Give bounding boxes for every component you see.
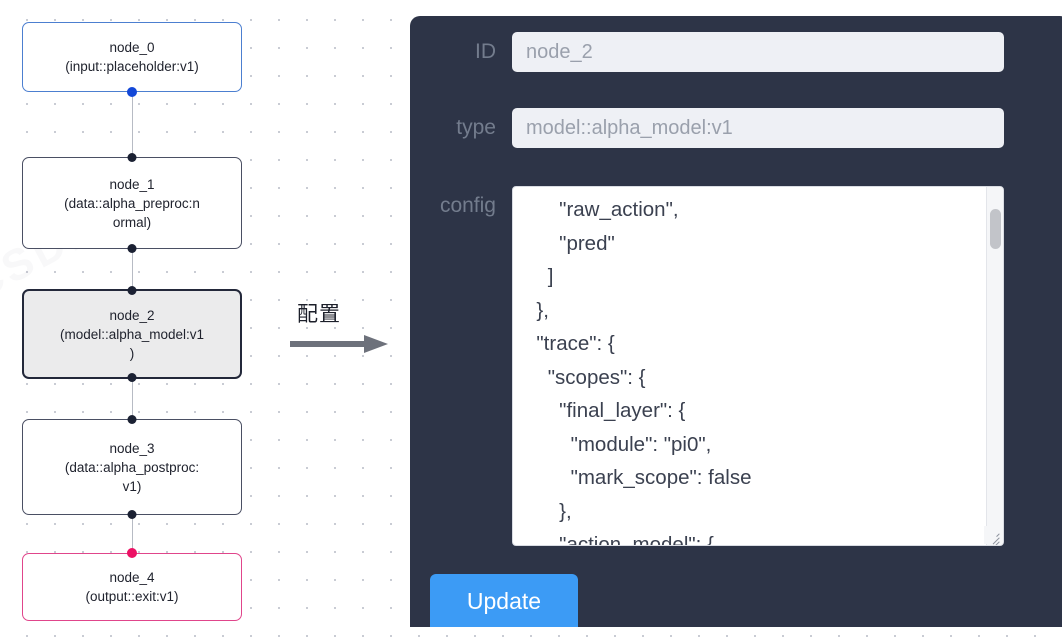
node-handle-target[interactable] bbox=[127, 548, 137, 558]
flow-annotation-label: 配置 bbox=[297, 302, 341, 326]
edge-node0-node1 bbox=[131, 88, 134, 162]
config-scrollbar-thumb[interactable] bbox=[990, 209, 1001, 249]
node-subtitle: (input::placeholder:v1) bbox=[65, 59, 199, 74]
id-input[interactable]: node_2 bbox=[512, 32, 1004, 72]
field-row-id: ID node_2 bbox=[410, 32, 1004, 72]
node-handle-target[interactable] bbox=[127, 153, 137, 162]
node-handle-source[interactable] bbox=[127, 373, 137, 382]
node-node_3[interactable]: node_3 (data::alpha_postproc: v1) bbox=[22, 415, 242, 519]
update-button[interactable]: Update bbox=[430, 574, 578, 627]
type-input[interactable]: model::alpha_model:v1 bbox=[512, 108, 1004, 148]
node-title: node_1 bbox=[109, 176, 155, 192]
config-textarea-wrapper[interactable]: "raw_action", "pred" ] }, "trace": { "sc… bbox=[512, 186, 1004, 546]
type-label: type bbox=[456, 116, 496, 139]
edge-node1-node2 bbox=[131, 247, 134, 294]
edge-node3-node4 bbox=[131, 513, 134, 553]
node-handle-source[interactable] bbox=[127, 244, 137, 253]
field-row-type: type model::alpha_model:v1 bbox=[410, 108, 1004, 148]
node-title: node_4 bbox=[109, 570, 155, 585]
edge-node2-node3 bbox=[131, 376, 134, 422]
node-title: node_2 bbox=[109, 307, 155, 323]
node-handle-source[interactable] bbox=[127, 87, 137, 97]
resize-grip-icon[interactable] bbox=[984, 526, 1002, 545]
node-node_0[interactable]: node_0 (input::placeholder:v1) bbox=[22, 22, 242, 97]
node-subtitle: (data::alpha_postproc: v1) bbox=[64, 459, 200, 494]
node-node_4[interactable]: node_4 (output::exit:v1) bbox=[22, 548, 242, 621]
node-handle-source[interactable] bbox=[127, 510, 137, 519]
node-handle-target[interactable] bbox=[127, 415, 137, 424]
arrow-right-icon bbox=[290, 335, 388, 353]
config-scrollbar[interactable] bbox=[986, 187, 1003, 545]
config-label: config bbox=[439, 194, 496, 217]
node-title: node_3 bbox=[109, 440, 155, 456]
node-subtitle: (data::alpha_preproc:n ormal) bbox=[64, 195, 200, 230]
field-row-config: config "raw_action", "pred" ] }, "trace"… bbox=[410, 186, 1004, 546]
node-subtitle: (model::alpha_model:v1 ) bbox=[59, 326, 205, 361]
node-config-panel: ID node_2 type model::alpha_model:v1 con… bbox=[410, 16, 1062, 627]
node-node_1[interactable]: node_1 (data::alpha_preproc:n ormal) bbox=[22, 153, 242, 253]
node-node_2[interactable]: node_2 (model::alpha_model:v1 ) bbox=[22, 286, 242, 382]
node-title: node_0 bbox=[109, 40, 155, 55]
node-subtitle: (output::exit:v1) bbox=[85, 589, 179, 604]
node-handle-target[interactable] bbox=[127, 286, 137, 295]
id-label: ID bbox=[475, 40, 496, 63]
config-textarea[interactable]: "raw_action", "pred" ] }, "trace": { "sc… bbox=[536, 198, 752, 545]
